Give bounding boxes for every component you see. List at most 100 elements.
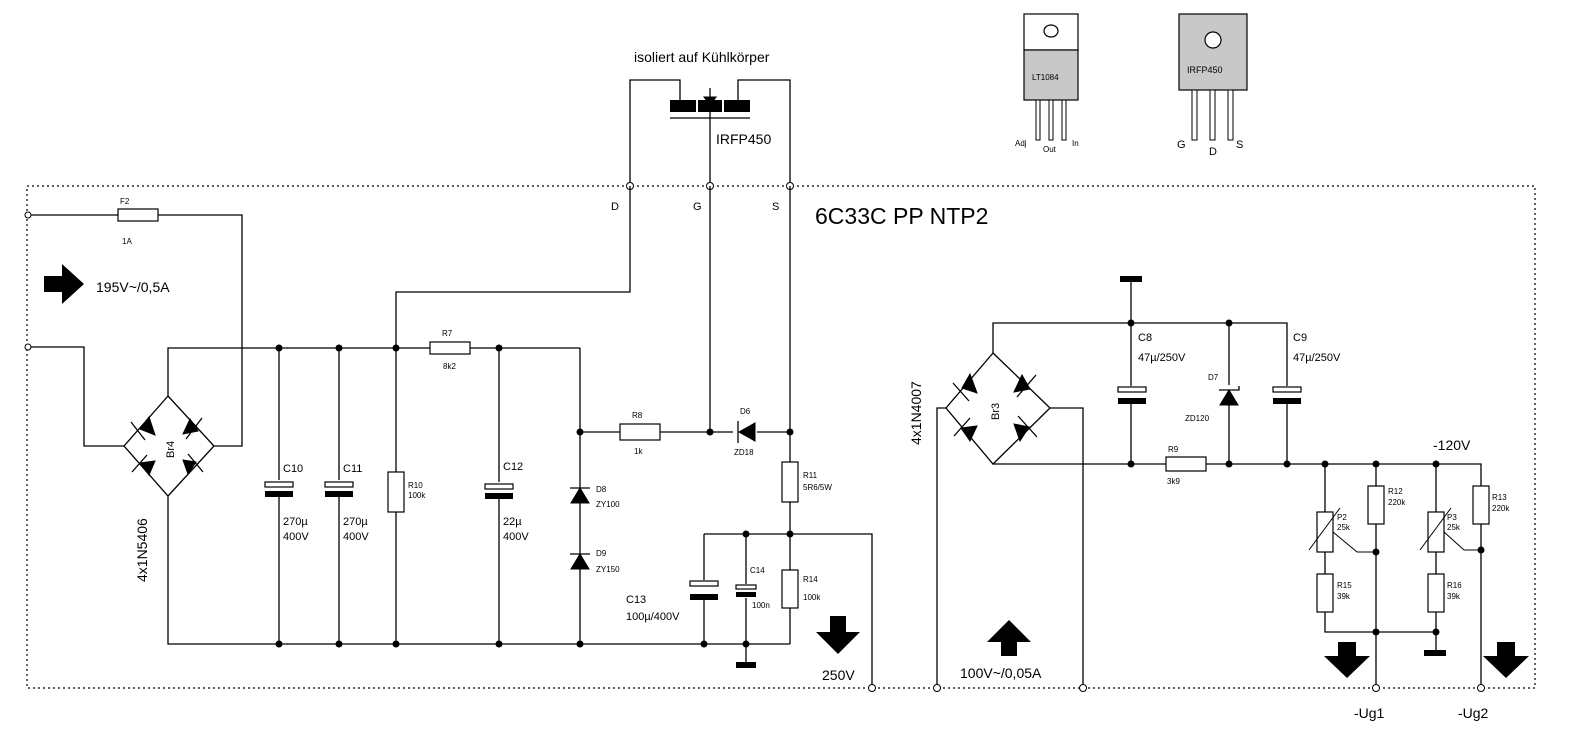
lt1084-package: [1023, 13, 1079, 141]
ac-input-terminal-2: [24, 343, 32, 351]
c13-capacitor: [690, 594, 718, 600]
c11-capacitor: [325, 491, 353, 497]
c11-voltage: 400V: [343, 531, 369, 543]
r15-resistor: [1316, 573, 1334, 613]
junctions-right: [1127, 319, 1485, 636]
pin-d-label: D: [611, 201, 619, 213]
fuse-name: F2: [120, 197, 130, 206]
c9-name: C9: [1293, 332, 1307, 344]
output-250v-label: 250V: [822, 667, 855, 683]
d8-value: ZY100: [596, 500, 620, 509]
c12-name: C12: [503, 461, 523, 473]
heatsink-note: isoliert auf Kühlkörper: [634, 49, 770, 65]
c10-voltage: 400V: [283, 531, 309, 543]
r16-resistor: [1427, 573, 1445, 613]
r16-name: R16: [1447, 581, 1462, 590]
neg-120v-label: -120V: [1433, 437, 1471, 453]
output-arrow-250v-icon: [816, 616, 860, 654]
d8-name: D8: [596, 485, 607, 494]
br3-type: 4x1N4007: [908, 381, 924, 445]
r13-name: R13: [1492, 493, 1507, 502]
ug1-terminal: [1372, 684, 1380, 692]
c9-value: 47µ/250V: [1293, 352, 1341, 364]
lt1084-pin-out: Out: [1043, 145, 1057, 154]
junctions-left: [275, 344, 794, 648]
d6-zener: [737, 422, 756, 442]
r11-resistor: [781, 461, 799, 503]
d6-value: ZD18: [734, 448, 754, 457]
r14-resistor: [781, 569, 799, 609]
c13-value: 100µ/400V: [626, 611, 680, 623]
ac-input-label: 195V~/0,5A: [96, 279, 170, 295]
fuse-f2: [117, 208, 159, 222]
r9-resistor: [1165, 456, 1207, 472]
r8-value: 1k: [634, 447, 643, 456]
c11-name: C11: [343, 463, 362, 475]
d6-name: D6: [740, 407, 751, 416]
pin-s-label: S: [772, 201, 779, 213]
r10-name: R10: [408, 481, 423, 490]
r11-name: R11: [803, 471, 818, 480]
output-arrow-ug2-icon: [1483, 642, 1529, 678]
bias-input-arrow-icon: [987, 620, 1031, 656]
c9-capacitor: [1273, 398, 1301, 404]
bridge-br4: [123, 395, 215, 497]
r7-name: R7: [442, 329, 453, 338]
output-250v-terminal: [868, 684, 876, 692]
r10-value: 100k: [408, 491, 426, 500]
c10-capacitor: [265, 491, 293, 497]
irfp450-package-label: IRFP450: [1187, 65, 1223, 75]
c8-capacitor: [1118, 398, 1146, 404]
p2-name: P2: [1337, 513, 1347, 522]
output-arrow-ug1-icon: [1324, 642, 1370, 678]
irfp450-pin-g: G: [1177, 139, 1186, 151]
mosfet-label: IRFP450: [716, 131, 771, 147]
bias-input-terminal-2: [1079, 684, 1087, 692]
p3-name: P3: [1447, 513, 1457, 522]
p2-value: 25k: [1337, 523, 1351, 532]
c14-capacitor: [736, 592, 756, 597]
r13-resistor: [1472, 485, 1490, 525]
r12-name: R12: [1388, 487, 1403, 496]
bias-input-label: 100V~/0,05A: [960, 665, 1042, 681]
c10-value: 270µ: [283, 516, 308, 528]
ground-bias-icon: [1424, 650, 1446, 656]
lt1084-label: LT1084: [1032, 73, 1059, 82]
schematic-title: 6C33C PP NTP2: [815, 203, 988, 229]
r16-value: 39k: [1447, 592, 1461, 601]
r15-value: 39k: [1337, 592, 1351, 601]
r9-value: 3k9: [1167, 477, 1180, 486]
ug2-terminal: [1477, 684, 1485, 692]
r14-name: R14: [803, 575, 818, 584]
ground-top-icon: [1120, 276, 1142, 282]
d7-name: D7: [1208, 373, 1219, 382]
c14-name: C14: [750, 566, 765, 575]
c10-name: C10: [283, 463, 303, 475]
r7-value: 8k2: [443, 362, 456, 371]
d8-zener: [570, 487, 590, 504]
r9-name: R9: [1168, 445, 1179, 454]
c12-value: 22µ: [503, 516, 522, 528]
c8-value: 47µ/250V: [1138, 352, 1186, 364]
r12-value: 220k: [1388, 498, 1406, 507]
lt1084-pin-adj: Adj: [1015, 139, 1027, 148]
r14-value: 100k: [803, 593, 821, 602]
bias-input-terminal-1: [933, 684, 941, 692]
p3-value: 25k: [1447, 523, 1461, 532]
mosfet-symbol: [629, 79, 791, 186]
d7-zener: [1219, 389, 1239, 406]
r13-value: 220k: [1492, 504, 1510, 513]
r8-name: R8: [632, 411, 643, 420]
pcb-outline: [26, 185, 1536, 689]
p3-potentiometer: [1427, 511, 1445, 553]
pin-g-label: G: [693, 201, 702, 213]
ac-input-arrow-icon: [44, 264, 84, 304]
br4-label: Br4: [165, 441, 177, 458]
br3-label: Br3: [990, 403, 1002, 420]
r8-resistor: [619, 423, 661, 441]
d7-value: ZD120: [1185, 414, 1210, 423]
ug1-label: -Ug1: [1354, 705, 1385, 721]
ug2-label: -Ug2: [1458, 705, 1489, 721]
d9-value: ZY150: [596, 565, 620, 574]
